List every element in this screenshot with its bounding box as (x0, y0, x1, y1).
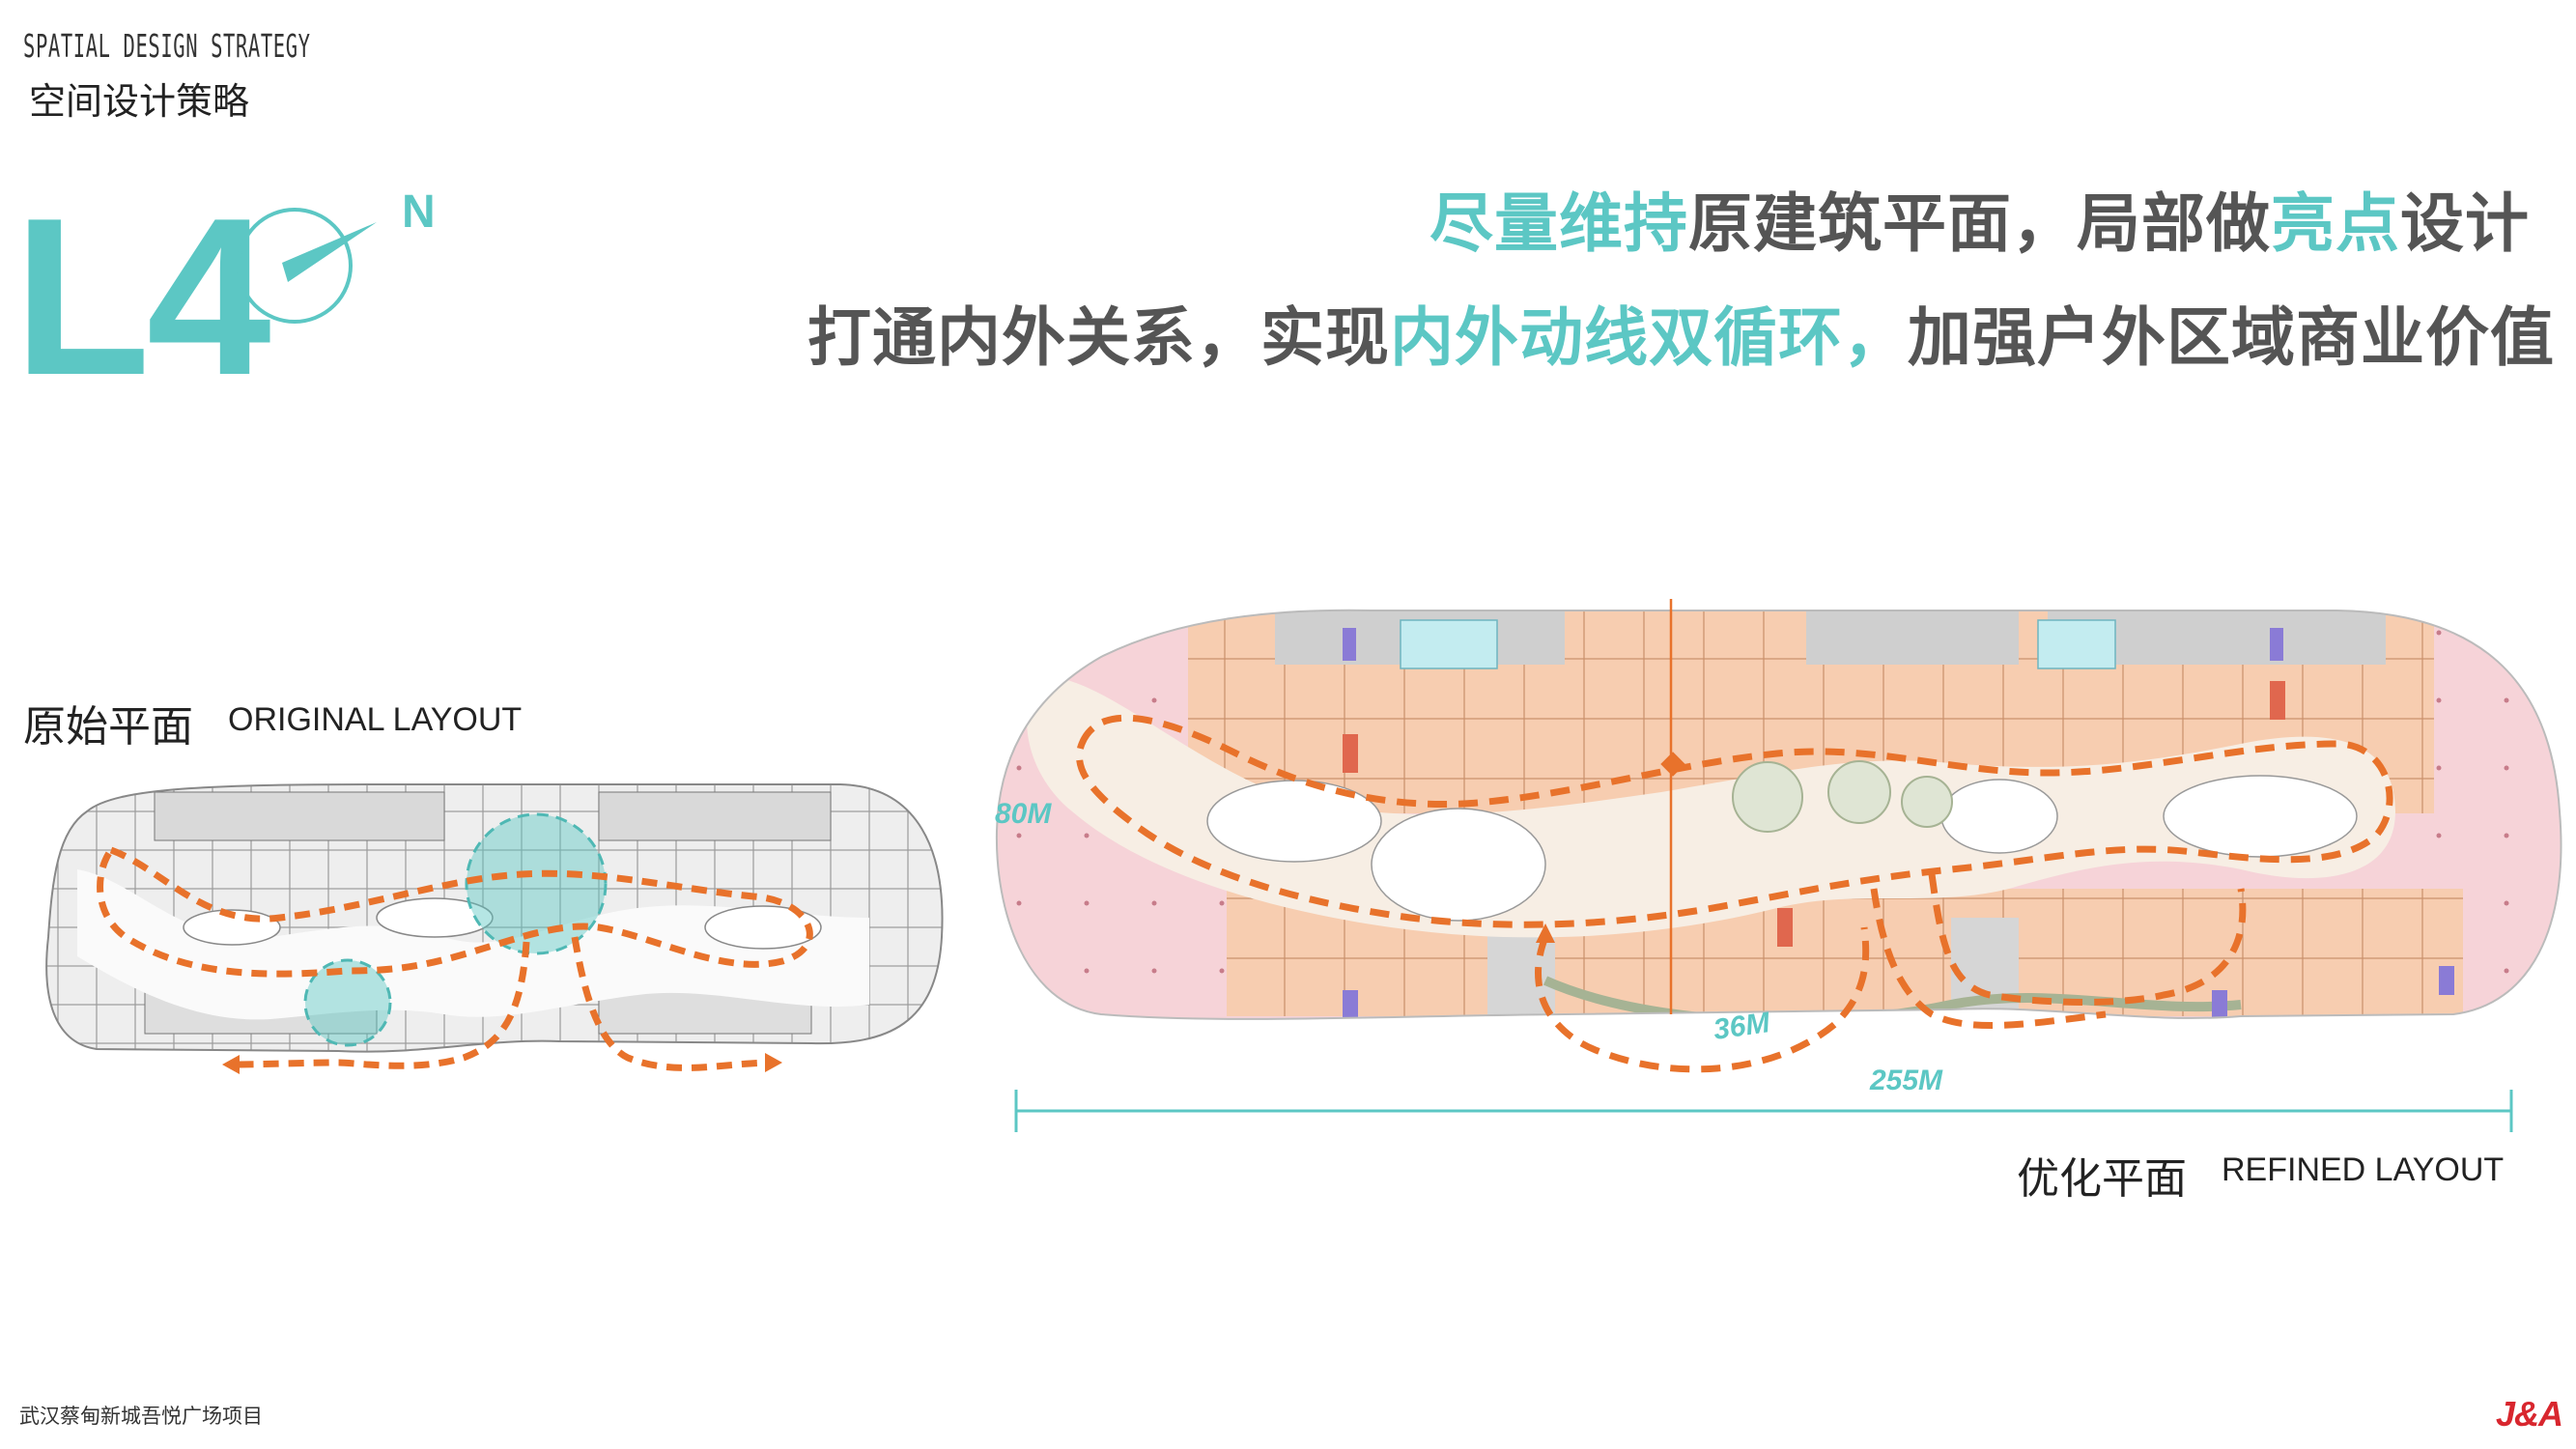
company-logo: J&A (2496, 1394, 2563, 1434)
floor-label: L4 (14, 172, 271, 422)
dim-label-width: 80M (995, 798, 1052, 830)
callout-leader-line (1669, 599, 1673, 1014)
headline-line-1: 尽量维持原建筑平面，局部做亮点设计 (1430, 172, 2530, 265)
headline-1-seg-4: 设计 (2400, 186, 2530, 261)
headline-1-seg-1: 尽量维持 (1430, 186, 1688, 261)
refined-plan-body (996, 610, 2562, 1019)
headline-line-2: 打通内外关系，实现内外动线双循环，加强户外区域商业价值 (807, 286, 2555, 379)
headline-1-seg-3: 亮点 (2271, 186, 2400, 261)
original-label-en: ORIGINAL LAYOUT (228, 701, 523, 738)
headline-2-seg-3: 加强户外区域商业价值 (1908, 300, 2555, 375)
headline-2-seg-1: 打通内外关系，实现 (807, 300, 1390, 375)
headline-2-seg-2: 内外动线双循环， (1390, 300, 1908, 375)
footer-project-name: 武汉蔡甸新城吾悦广场项目 (19, 1405, 263, 1428)
original-route-east (571, 936, 774, 1071)
original-floor-plan (45, 783, 944, 1074)
refined-floor-plan (995, 599, 2562, 1132)
section-kicker: SPATIAL DESIGN STRATEGY (23, 27, 311, 65)
headline-1-seg-2: 原建筑平面，局部做 (1688, 186, 2271, 261)
original-route-west (231, 941, 530, 1069)
refined-outdoor-loop-east (1870, 888, 2107, 1030)
original-circulation-loop (97, 845, 813, 978)
refined-label-en: REFINED LAYOUT (2222, 1151, 2505, 1188)
north-arrow-icon (237, 208, 377, 324)
highlight-zone-south (303, 958, 392, 1047)
refined-label-cn: 优化平面 (2017, 1154, 2187, 1204)
highlight-zone-north (465, 812, 608, 955)
refined-inner-loop (1075, 714, 2393, 928)
refined-outdoor-loop-south (1535, 926, 1870, 1073)
original-plan-body (46, 784, 943, 1052)
section-subtitle: 空间设计策略 (29, 80, 250, 123)
original-label-cn: 原始平面 (23, 702, 193, 752)
dim-label-length: 255M (1870, 1065, 1943, 1096)
north-label: N (402, 186, 436, 238)
